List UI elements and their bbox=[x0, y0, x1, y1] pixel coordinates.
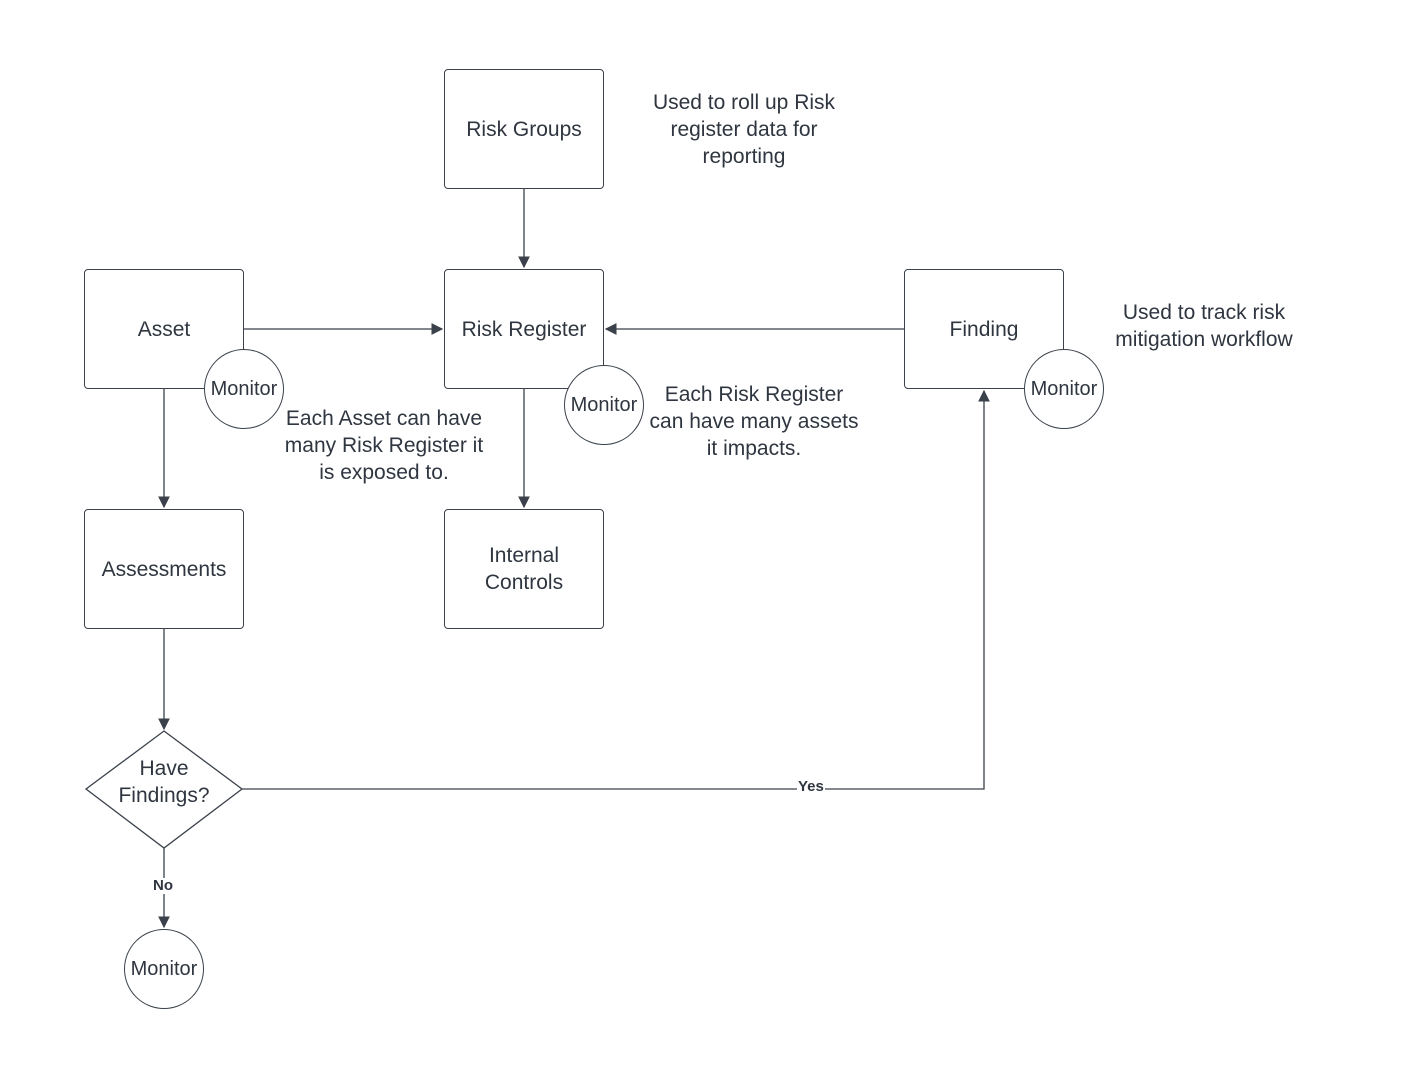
risk-register-label: Risk Register bbox=[461, 317, 587, 341]
risk-groups-note-line3: reporting bbox=[702, 145, 786, 168]
decision-label-line2: Findings? bbox=[118, 784, 210, 807]
finding-note: Used to track risk mitigation workflow bbox=[1094, 299, 1314, 353]
finding-label: Finding bbox=[949, 317, 1019, 341]
asset-label: Asset bbox=[137, 317, 191, 341]
asset-note: Each Asset can have many Risk Register i… bbox=[269, 405, 499, 486]
no-edge-label: No bbox=[152, 877, 174, 894]
risk-register-note-line2: can have many assets bbox=[649, 410, 859, 433]
risk-groups-note-line1: Used to roll up Risk bbox=[652, 91, 836, 114]
assessments-label: Assessments bbox=[101, 557, 227, 581]
asset-monitor-label: Monitor bbox=[210, 377, 278, 400]
asset-note-line1: Each Asset can have bbox=[285, 407, 483, 430]
no-branch-monitor-circle: Monitor bbox=[124, 929, 204, 1009]
risk-groups-box: Risk Groups bbox=[444, 69, 604, 189]
internal-controls-box: Internal Controls bbox=[444, 509, 604, 629]
finding-monitor-label: Monitor bbox=[1030, 377, 1098, 400]
finding-note-line1: Used to track risk bbox=[1122, 301, 1286, 324]
yes-edge-label: Yes bbox=[797, 778, 825, 795]
risk-register-monitor-circle: Monitor bbox=[564, 365, 644, 445]
risk-groups-note: Used to roll up Risk register data for r… bbox=[634, 89, 854, 170]
no-branch-monitor-label: Monitor bbox=[130, 957, 198, 980]
asset-note-line2: many Risk Register it bbox=[284, 434, 484, 457]
assessments-box: Assessments bbox=[84, 509, 244, 629]
finding-monitor-circle: Monitor bbox=[1024, 349, 1104, 429]
risk-register-note-line3: it impacts. bbox=[706, 437, 802, 460]
decision-label: Have Findings? bbox=[94, 755, 234, 809]
internal-controls-label-line1: Internal bbox=[488, 544, 560, 567]
connector-decision-yes-to-finding bbox=[242, 389, 990, 790]
asset-monitor-circle: Monitor bbox=[204, 349, 284, 429]
risk-groups-note-line2: register data for bbox=[670, 118, 818, 141]
asset-note-line3: is exposed to. bbox=[319, 461, 449, 484]
finding-note-line2: mitigation workflow bbox=[1115, 328, 1293, 351]
risk-groups-label: Risk Groups bbox=[466, 117, 582, 141]
risk-register-note: Each Risk Register can have many assets … bbox=[639, 381, 869, 462]
risk-register-box: Risk Register bbox=[444, 269, 604, 389]
risk-register-monitor-label: Monitor bbox=[570, 393, 638, 416]
decision-diamond bbox=[84, 730, 244, 849]
decision-label-line1: Have bbox=[139, 757, 189, 780]
internal-controls-label-line2: Controls bbox=[484, 571, 564, 594]
risk-register-note-line1: Each Risk Register bbox=[664, 383, 844, 406]
